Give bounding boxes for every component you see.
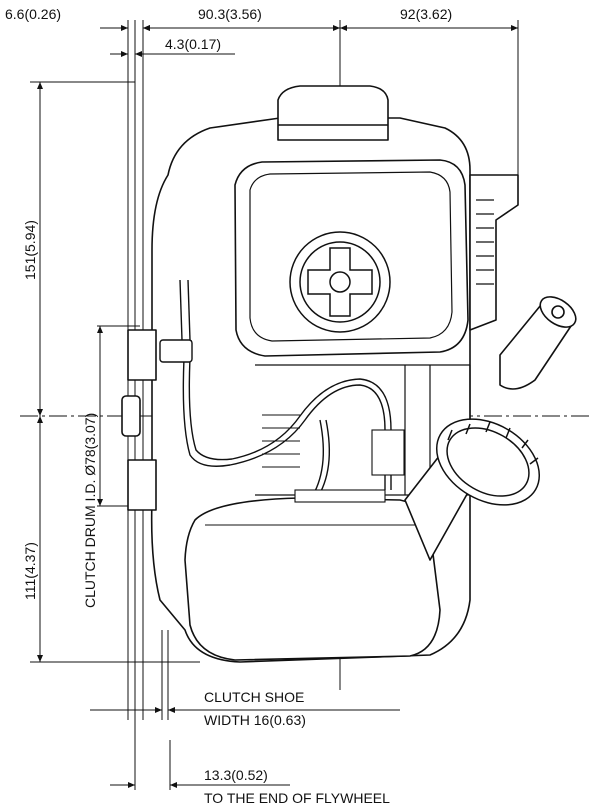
dim-top-center-width: 90.3(3.56) (198, 6, 262, 22)
dim-top-right-width: 92(3.62) (400, 6, 452, 22)
fuel-lines (159, 279, 392, 501)
cylinder-fins (476, 199, 494, 285)
dim-flywheel-value: 13.3(0.52) (204, 767, 268, 783)
engine-outline (121, 85, 577, 663)
dim-top-left-offset: 6.6(0.26) (5, 6, 61, 22)
dimension-lines (20, 20, 590, 790)
fuel-cap (435, 418, 541, 506)
dim-upper-height: 151(5.94) (22, 220, 38, 280)
recoil-starter (289, 231, 391, 333)
dim-clutch-shoe-width: WIDTH 16(0.63) (204, 712, 306, 728)
dim-lower-height: 111(4.37) (22, 542, 38, 600)
dim-shaft-offset: 4.3(0.17) (165, 36, 221, 52)
carburetor-detail (262, 414, 405, 503)
dim-flywheel-label: TO THE END OF FLYWHEEL (204, 790, 390, 806)
dim-clutch-drum: CLUTCH DRUM I.D. Ø78(3.07) (82, 413, 98, 608)
dim-clutch-shoe-label: CLUTCH SHOE (204, 689, 304, 705)
